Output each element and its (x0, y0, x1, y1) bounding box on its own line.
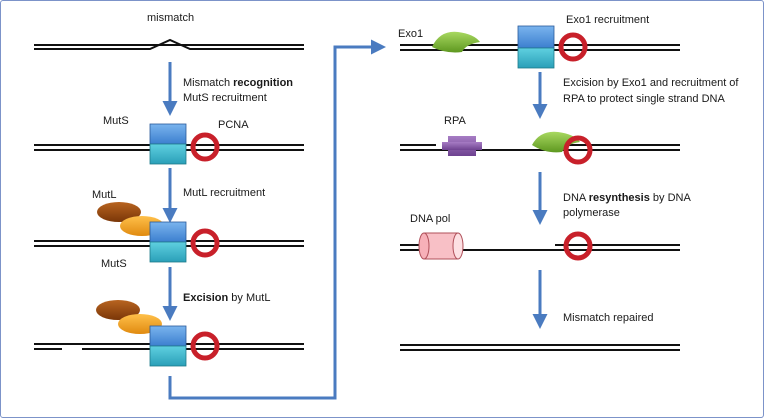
exo1-label: Exo1 (398, 28, 423, 40)
pcna-ring-3 (190, 331, 220, 361)
step2-label: MutL recruitment (183, 187, 265, 199)
step3-label: Excision by MutL (183, 292, 270, 304)
muts-top-shape-3 (149, 325, 187, 347)
step6-line2: polymerase (563, 207, 620, 219)
dnapol-label: DNA pol (410, 213, 450, 225)
dna-row-r4 (400, 344, 680, 351)
muts-bottom-shape-2 (149, 241, 187, 263)
muts-label-2: MutS (101, 258, 127, 270)
pcna-ring-r2 (563, 135, 593, 165)
step1-line2: MutS recruitment (183, 92, 267, 104)
step5-line1: Excision by Exo1 and recruitment of (563, 77, 739, 89)
mutl-dark-shape-2 (96, 300, 140, 320)
muts-bottom-shape-3 (149, 345, 187, 367)
muts-label: MutS (103, 115, 129, 127)
pcna-ring (190, 132, 220, 162)
rpa-shape (442, 136, 482, 156)
dna-pol-shape (418, 232, 464, 260)
mutl-dark-shape (97, 202, 141, 222)
step7-label: Mismatch repaired (563, 312, 653, 324)
rpa-label: RPA (444, 115, 466, 127)
muts-bottom-shape (149, 143, 187, 165)
muts-top-shape-2 (149, 221, 187, 243)
connector-arrow (168, 39, 386, 400)
mismatch-label: mismatch (147, 12, 194, 24)
dna-mismatch (34, 38, 304, 50)
muts-bottom-shape-r1 (517, 47, 555, 69)
pcna-label: PCNA (218, 119, 249, 131)
pcna-ring-2 (190, 228, 220, 258)
muts-top-shape (149, 123, 187, 145)
exo1-shape-2 (532, 131, 580, 153)
step4-label: Exo1 recruitment (566, 14, 649, 26)
mutl-label: MutL (92, 189, 116, 201)
step5-line2: RPA to protect single strand DNA (563, 93, 725, 105)
step6-label: DNA resynthesis by DNA (563, 192, 691, 204)
pcna-ring-r1 (558, 32, 588, 62)
exo1-shape (432, 31, 480, 53)
step1-label: Mismatch recognition (183, 77, 293, 89)
pcna-ring-r3 (563, 231, 593, 261)
muts-top-shape-r1 (517, 25, 555, 49)
